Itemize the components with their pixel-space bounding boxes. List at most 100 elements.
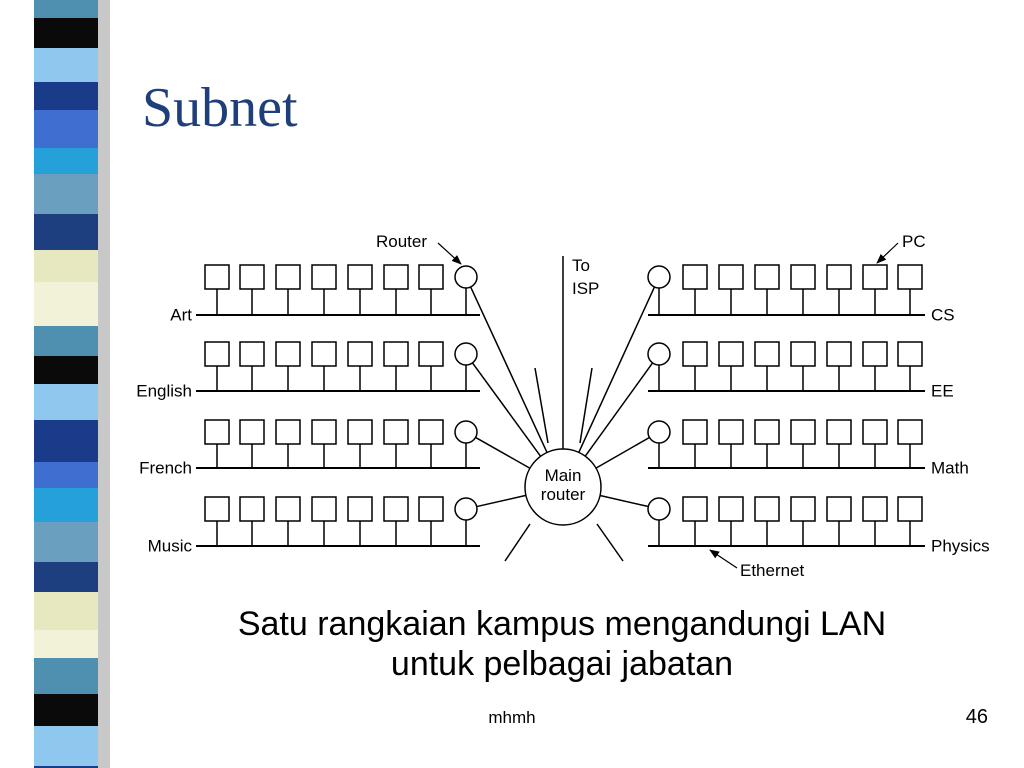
stripe-block [34, 522, 98, 562]
pc-icon [897, 419, 923, 445]
pc-icon [239, 264, 265, 290]
pc-icon [383, 264, 409, 290]
pc-icon [682, 341, 708, 367]
pc-icon [383, 496, 409, 522]
department-label: EE [931, 381, 954, 400]
lan-ee: EE [584, 341, 954, 457]
pc-icon [239, 419, 265, 445]
pc-icon [718, 341, 744, 367]
pc-icon [204, 341, 230, 367]
pc-icon [275, 264, 301, 290]
department-label: CS [931, 305, 955, 324]
caption-line-1: Satu rangkaian kampus mengandungi LAN [237, 605, 887, 643]
slide-title: Subnet [142, 77, 298, 139]
unused-spoke [504, 523, 531, 562]
router-link [599, 494, 649, 508]
pc-icon [347, 496, 373, 522]
stripe-block [34, 48, 98, 82]
router-callout-label: Router [376, 232, 427, 251]
pc-icon [347, 419, 373, 445]
stripe-block [34, 82, 98, 110]
stripe-block [34, 420, 98, 462]
pc-icon [682, 419, 708, 445]
lan-physics: Physics [599, 494, 990, 555]
router-icon [647, 265, 671, 289]
stripe-block [34, 174, 98, 214]
pc-callout-label: PC [902, 232, 926, 251]
slide-caption: Satu rangkaian kampus mengandungi LAN un… [120, 604, 1004, 684]
stripe-block [34, 326, 98, 356]
pc-icon [862, 264, 888, 290]
router-icon [454, 265, 478, 289]
subnet-diagram: ArtEnglishFrenchMusicCSEEMathPhysicsMain… [136, 232, 990, 580]
pc-icon [897, 496, 923, 522]
stripe-block [34, 282, 98, 326]
stripe-block [34, 658, 98, 694]
stripe-block [34, 766, 98, 768]
lan-art: Art [170, 264, 548, 453]
router-callout-arrow [437, 242, 462, 265]
pc-icon [862, 419, 888, 445]
pc-icon [347, 341, 373, 367]
pc-icon [718, 264, 744, 290]
router-link [595, 436, 650, 469]
lan-english: English [136, 341, 542, 457]
stripe-block [34, 592, 98, 630]
pc-icon [862, 496, 888, 522]
pc-icon [754, 264, 780, 290]
pc-icon [718, 419, 744, 445]
stripe-block [34, 462, 98, 488]
pc-icon [383, 419, 409, 445]
page-number: 46 [965, 706, 988, 728]
pc-icon [826, 341, 852, 367]
stripe-block [34, 148, 98, 174]
footer-text: mhmh [488, 708, 536, 727]
pc-icon [897, 264, 923, 290]
pc-icon [275, 341, 301, 367]
lan-cs: CS [578, 264, 955, 453]
pc-icon [826, 264, 852, 290]
stripe-block [34, 630, 98, 658]
pc-icon [790, 341, 816, 367]
pc-icon [204, 419, 230, 445]
department-label: Music [148, 536, 193, 555]
pc-icon [897, 341, 923, 367]
pc-icon [826, 496, 852, 522]
to-isp-label: To [572, 256, 590, 275]
unused-spoke [579, 367, 593, 444]
pc-icon [311, 419, 337, 445]
pc-icon [790, 496, 816, 522]
pc-icon [311, 341, 337, 367]
stripe-block [34, 250, 98, 282]
pc-icon [754, 496, 780, 522]
pc-icon [239, 496, 265, 522]
lan-math: Math [595, 419, 969, 477]
router-link [471, 362, 542, 457]
main-router-label: router [541, 485, 586, 504]
router-icon [454, 342, 478, 366]
router-link [475, 436, 531, 469]
stripe-block [34, 18, 98, 48]
pc-callout-arrow [876, 242, 899, 264]
department-label: Math [931, 458, 969, 477]
department-label: French [139, 458, 192, 477]
pc-icon [275, 419, 301, 445]
pc-icon [275, 496, 301, 522]
router-link [469, 286, 548, 453]
stripe-block [34, 214, 98, 250]
pc-icon [790, 264, 816, 290]
router-link [578, 286, 656, 453]
department-label: Art [170, 305, 192, 324]
stripe-block [34, 726, 98, 766]
router-link [476, 494, 527, 508]
pc-icon [718, 496, 744, 522]
department-label: Physics [931, 536, 990, 555]
stripe-block [34, 562, 98, 592]
department-label: English [136, 381, 192, 400]
pc-icon [204, 496, 230, 522]
unused-spoke [596, 523, 624, 562]
unused-spoke [534, 367, 549, 444]
stripe-block [34, 0, 98, 18]
pc-icon [418, 341, 444, 367]
pc-icon [418, 264, 444, 290]
